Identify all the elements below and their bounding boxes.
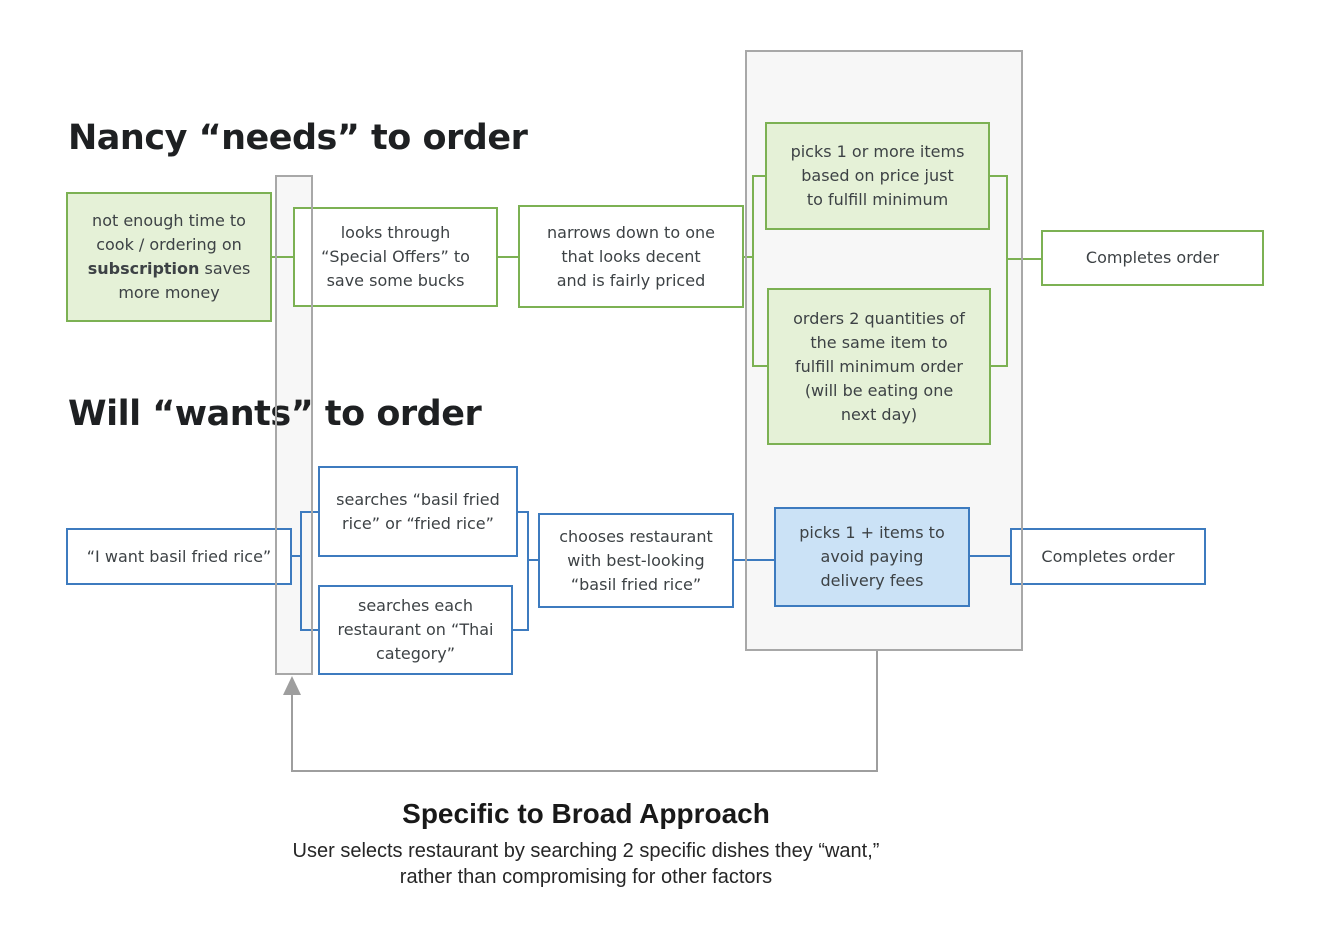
node-searches-dish[interactable]: searches “basil fried rice” or “fried ri… [318, 466, 518, 557]
node-narrows-down[interactable]: narrows down to one that looks decent an… [518, 205, 744, 308]
node-picks-items-delivery-fees[interactable]: picks 1 + items to avoid paying delivery… [774, 507, 970, 607]
loop-arrow-segment-down [876, 651, 878, 772]
connector-w1-split [292, 555, 302, 557]
split-bracket-left-stub-top [752, 175, 765, 177]
node-searches-thai-category[interactable]: searches each restaurant on “Thai catego… [318, 585, 513, 675]
node-will-completes-order-label: Completes order [1041, 546, 1175, 566]
caption-body: User selects restaurant by searching 2 s… [292, 840, 880, 888]
node-picks-items-delivery-fees-label: picks 1 + items to avoid paying delivery… [799, 523, 945, 590]
loop-arrow-segment-up [291, 694, 293, 772]
nancy-flow-title: Nancy “needs” to order [68, 118, 528, 158]
node-looks-through-offers-label: looks through “Special Offers” to save s… [321, 223, 470, 290]
node-searches-dish-label: searches “basil fried rice” or “fried ri… [336, 489, 500, 533]
will-merge-bracket-stub-bottom [513, 629, 529, 631]
node-nancy-completes-order-label: Completes order [1085, 248, 1220, 267]
merge-bracket-right-stub-bottom [991, 365, 1008, 367]
node-looks-through-offers[interactable]: looks through “Special Offers” to save s… [293, 207, 498, 307]
arrow-up-head-icon [283, 676, 301, 695]
node-want-basil-fried-rice-label: “I want basil fried rice” [86, 546, 272, 566]
will-split-bracket-stub-bottom [300, 629, 318, 631]
node-nancy-completes-order[interactable]: Completes order [1041, 230, 1264, 286]
node-picks-items-minimum-label: picks 1 or more items based on price jus… [790, 142, 965, 209]
node-will-completes-order[interactable]: Completes order [1010, 528, 1206, 585]
node-orders-2-quantities[interactable]: orders 2 quantities of the same item to … [767, 288, 991, 445]
merge-bracket-right-stub-top [990, 175, 1008, 177]
node-searches-thai-category-label: searches each restaurant on “Thai catego… [337, 596, 494, 663]
node-orders-2-quantities-label: orders 2 quantities of the same item to … [793, 308, 965, 424]
node-chooses-restaurant[interactable]: chooses restaurant with best-looking “ba… [538, 513, 734, 608]
will-split-bracket-vertical [300, 511, 302, 631]
node-nancy-motivation[interactable]: not enough time to cook / ordering on su… [66, 192, 272, 322]
split-bracket-left-vertical [752, 175, 754, 367]
node-picks-items-minimum[interactable]: picks 1 or more items based on price jus… [765, 122, 990, 230]
node-narrows-down-label: narrows down to one that looks decent an… [547, 222, 715, 290]
caption-title: Specific to Broad Approach [402, 798, 770, 829]
node-chooses-restaurant-label: chooses restaurant with best-looking “ba… [559, 526, 713, 594]
will-split-bracket-stub-top [300, 511, 318, 513]
will-merge-bracket-vertical [527, 511, 529, 631]
connector-n1-n2 [270, 256, 293, 258]
caption-block: Specific to Broad Approach User selects … [136, 798, 1036, 890]
split-bracket-left-stub-bottom [752, 365, 767, 367]
connector-merge-w4 [529, 559, 538, 561]
connector-w4-w5 [734, 559, 774, 561]
loop-arrow-segment-horizontal [291, 770, 878, 772]
node-want-basil-fried-rice[interactable]: “I want basil fried rice” [66, 528, 292, 585]
merge-bracket-right-vertical [1006, 175, 1008, 367]
node-nancy-motivation-label: not enough time to cook / ordering on su… [87, 211, 251, 302]
will-merge-bracket-stub-top [518, 511, 529, 513]
connector-w5-w6 [970, 555, 1010, 557]
connector-n2-n3 [498, 256, 518, 258]
connector-n3-split [744, 256, 754, 258]
will-flow-title: Will “wants” to order [68, 394, 482, 434]
connector-merge-n6 [1008, 258, 1041, 260]
